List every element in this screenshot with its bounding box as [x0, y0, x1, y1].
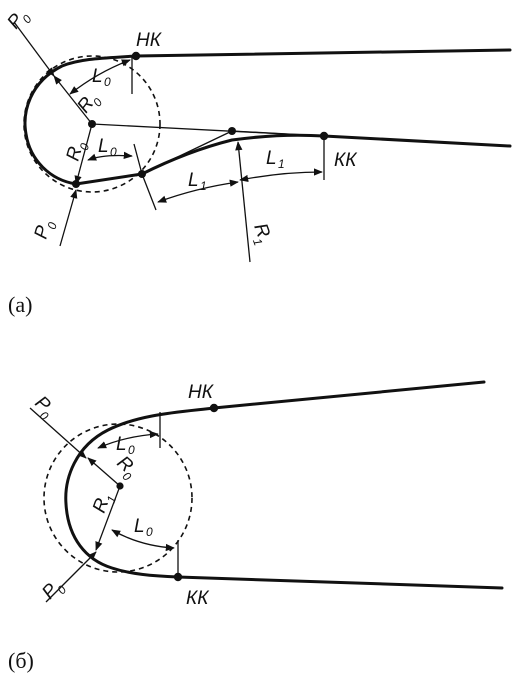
figure-a-l1-left-tick [141, 173, 157, 211]
svg-text:R: R [63, 144, 87, 163]
svg-text:0: 0 [104, 75, 111, 89]
figure-b-p0-top-line [29, 407, 87, 459]
svg-text:L: L [134, 516, 145, 537]
figure-b-start-label: НК [188, 382, 215, 403]
figure-a-apex-line-left [141, 130, 233, 175]
figure-a-p0-top-label: P 0 [3, 10, 34, 33]
figure-a-dashed-circle [23, 55, 161, 193]
figure-a-r1-radius [235, 141, 251, 263]
figure-b-r1-radius [95, 485, 121, 551]
svg-text:1: 1 [104, 494, 119, 505]
svg-text:L: L [98, 136, 109, 157]
figure-b-dashed-circle [43, 423, 193, 573]
figure-a-start-point [131, 51, 141, 61]
figure-a-l0-mid-label: L 0 [98, 136, 117, 159]
figure-a-r0-upper-label: R 0 [73, 93, 105, 117]
svg-text:L: L [188, 170, 199, 191]
svg-text:1: 1 [250, 237, 265, 248]
figure-a-p0-bottom-label: P 0 [31, 220, 60, 241]
figure-a-l1-right-label: L 1 [266, 148, 285, 171]
figure-a-r0-lower-label: R 0 [63, 141, 93, 163]
figure-a-route-line [23, 48, 512, 186]
svg-text:L: L [116, 434, 127, 455]
figure-a-l0-top-label: L 0 [92, 66, 111, 89]
svg-text:L: L [92, 66, 103, 87]
figure-a-apex-line-right [231, 130, 325, 137]
figure-a-r0-upper-radius [53, 75, 93, 125]
figure-a-caption: (а) [8, 292, 32, 317]
figure-a-l1-left-label: L 1 [188, 170, 207, 193]
figure-a-l0-top-arc [69, 59, 131, 95]
figure-a-l1-right-arc [239, 168, 323, 183]
svg-text:P: P [31, 223, 55, 241]
figure-b-l0-top-label: L 0 [116, 434, 135, 457]
figure-a-end-label: КК [334, 150, 358, 171]
figure-a-p0-top-line [13, 21, 55, 77]
figure-b-caption: (б) [8, 648, 34, 673]
figure-b-p0-bottom-label: P 0 [38, 580, 69, 604]
figure-b-r1-label: R 1 [89, 494, 119, 516]
figure-b-l0-bottom-arc [111, 529, 175, 552]
figure-b-p0-bottom-line [45, 551, 97, 603]
figure-a-start-label: НК [136, 30, 163, 51]
figure-a-p0-bottom-line [59, 189, 78, 247]
svg-text:1: 1 [200, 179, 207, 193]
figure-a-r1-label: R 1 [249, 221, 274, 248]
figure-a-l0-mid-tick [133, 143, 143, 175]
figure-a-r0-lower-radius [74, 123, 93, 185]
svg-text:1: 1 [278, 157, 285, 171]
figure-b-end-label: КК [186, 588, 210, 609]
svg-text:0: 0 [146, 525, 153, 539]
figure-a-l0-mid-arc [87, 151, 133, 161]
svg-text:0: 0 [110, 145, 117, 159]
figure-b-p0-top-label: P 0 [31, 392, 55, 423]
svg-text:L: L [266, 148, 277, 169]
svg-text:0: 0 [77, 141, 92, 152]
figure-b-l0-top-arc [97, 430, 159, 449]
svg-text:0: 0 [45, 220, 60, 231]
figure-a: НК КК P 0 P 0 R 0 R 0 R 1 L 0 L 0 [3, 10, 512, 317]
figure-b-r0-radius [87, 457, 121, 487]
figure-b-route-line [64, 380, 504, 590]
figure-b-r0-label: R 0 [113, 452, 137, 484]
svg-text:0: 0 [128, 443, 135, 457]
figure-a-l1-left-arc [157, 179, 239, 203]
figure-b-l0-bottom-label: L 0 [134, 516, 153, 539]
figure-b: НК КК P 0 P 0 R 0 R 1 L 0 L 0 (б) [8, 380, 504, 673]
figure-b-start-point [209, 403, 219, 413]
